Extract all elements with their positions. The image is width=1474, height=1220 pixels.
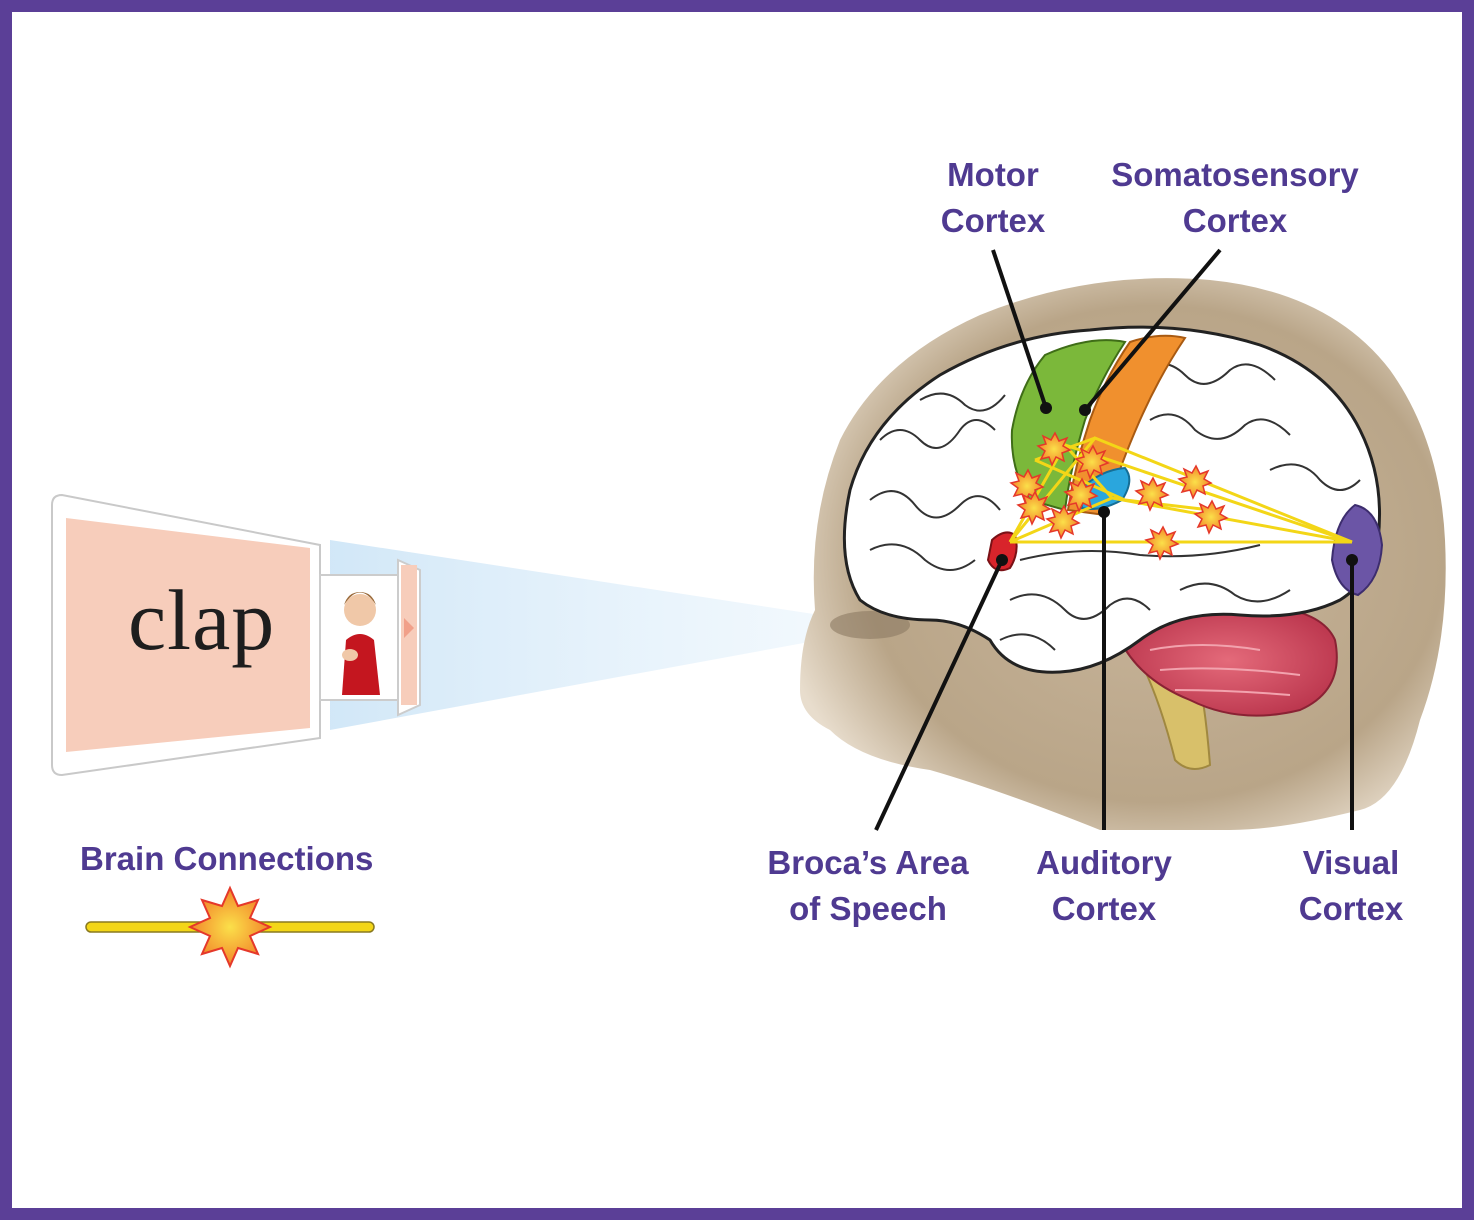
label-pointers bbox=[874, 248, 1354, 831]
flashcard bbox=[51, 493, 421, 777]
legend-connection-icon bbox=[85, 885, 375, 969]
label-visual-cortex: Visual Cortex bbox=[1298, 844, 1404, 927]
label-somatosensory-cortex: Somatosensory Cortex bbox=[1111, 156, 1359, 239]
flashcard-word: clap bbox=[128, 572, 276, 668]
label-auditory-cortex: Auditory Cortex bbox=[1036, 844, 1172, 927]
pointer-dots bbox=[996, 402, 1358, 566]
next-arrow-icon bbox=[404, 618, 414, 638]
label-broca-area: Broca’s Area of Speech bbox=[767, 844, 969, 927]
vision-beam bbox=[330, 540, 820, 730]
spark-cluster bbox=[1009, 431, 1229, 561]
legend-title: Brain Connections bbox=[80, 840, 374, 877]
label-motor-cortex: Motor Cortex bbox=[940, 156, 1046, 239]
brain-gyri bbox=[869, 362, 1361, 651]
broca-area-region bbox=[986, 531, 1018, 572]
spark-icon bbox=[187, 885, 273, 969]
